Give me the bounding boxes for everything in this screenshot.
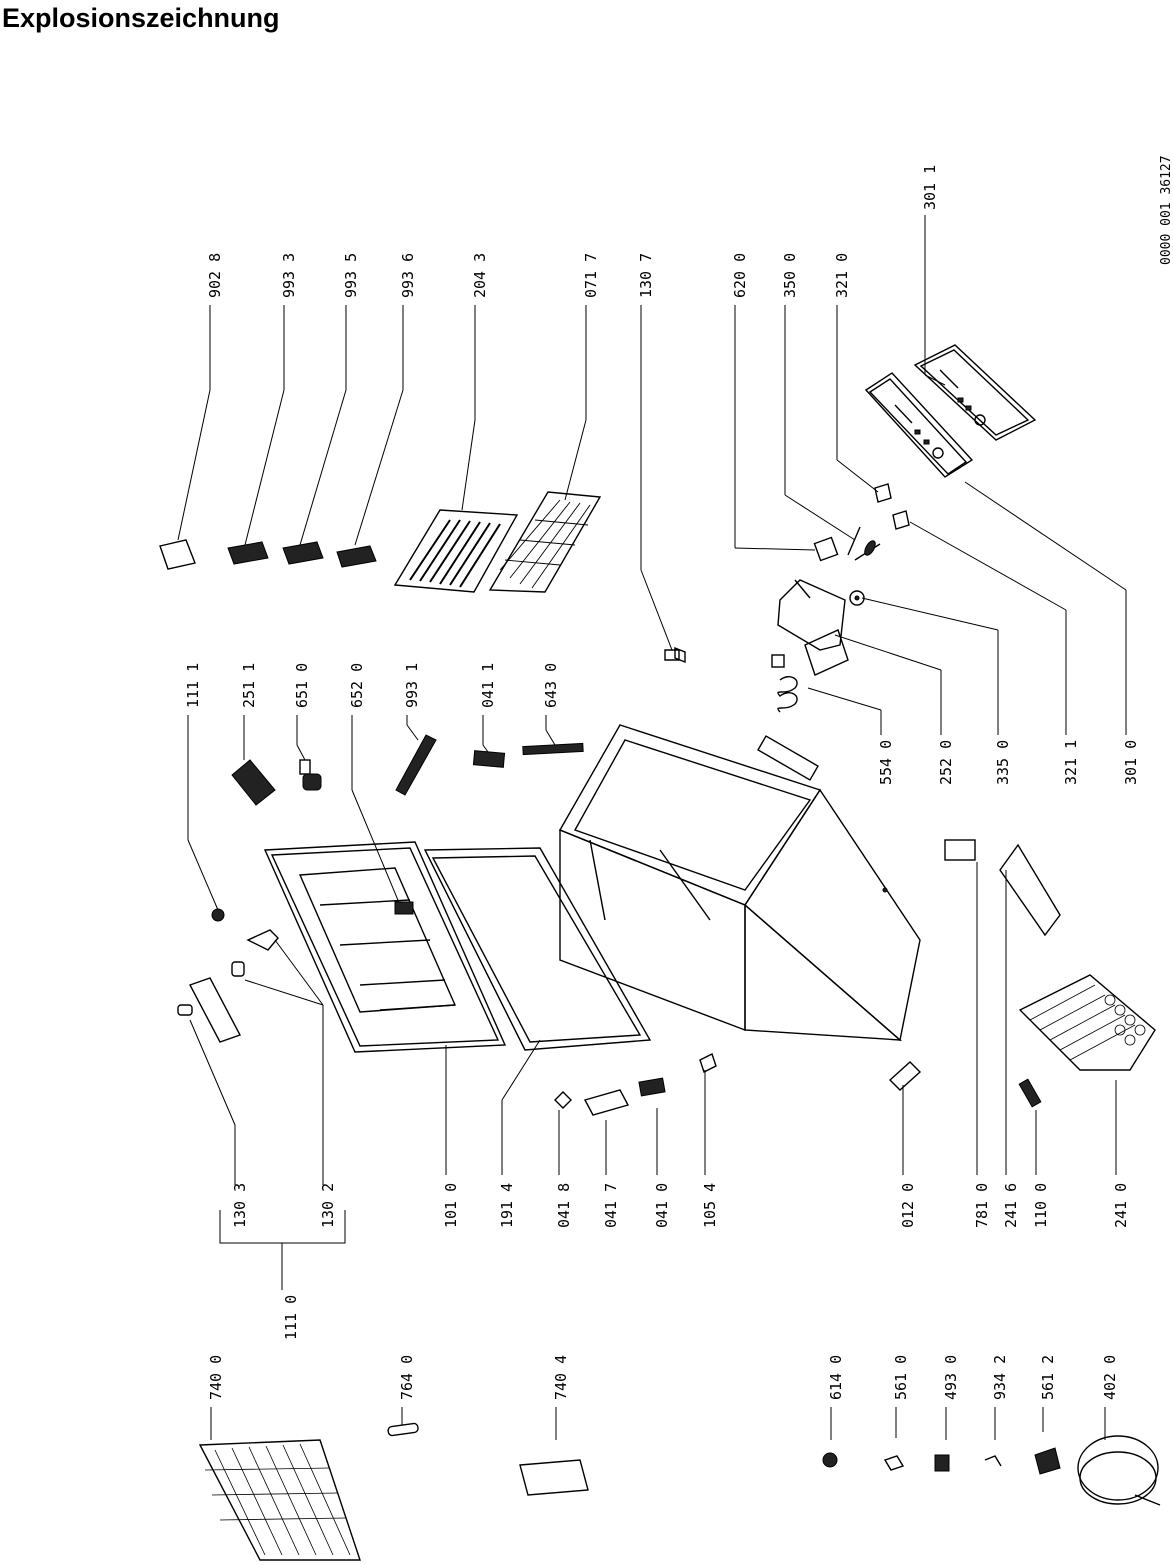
part-101-0-lid	[263, 841, 507, 1053]
label-301-1: 301 1	[921, 165, 939, 210]
label-252-0: 252 0	[937, 740, 955, 785]
part-402-0-compressor	[1077, 1435, 1161, 1506]
label-493-0: 493 0	[942, 1355, 960, 1400]
part-554-0-spring	[771, 654, 798, 713]
label-041-8: 041 8	[555, 1183, 573, 1228]
part-301-0-panel	[864, 372, 974, 478]
part-252-0-housing	[777, 579, 849, 676]
label-740-0: 740 0	[207, 1355, 225, 1400]
part-251-1	[231, 759, 276, 806]
cabinet-body	[558, 724, 921, 1042]
label-902-8: 902 8	[206, 253, 224, 298]
label-350-0: 350 0	[781, 253, 799, 298]
label-101-0: 101 0	[442, 1183, 460, 1228]
label-204-3: 204 3	[471, 253, 489, 298]
part-902-8	[159, 539, 196, 570]
part-204-3-shelf	[393, 509, 519, 593]
label-402-0: 402 0	[1101, 1355, 1119, 1400]
label-251-1: 251 1	[240, 663, 258, 708]
label-643-0: 643 0	[542, 663, 560, 708]
label-105-4: 105 4	[701, 1183, 719, 1228]
label-241-6: 241 6	[1002, 1183, 1020, 1228]
part-335-0	[849, 590, 865, 606]
label-111-0: 111 0	[282, 1295, 300, 1340]
part-620-0	[813, 536, 839, 562]
label-111-1: 111 1	[184, 663, 202, 708]
label-561-0: 561 0	[892, 1355, 910, 1400]
part-781-0	[944, 839, 976, 861]
label-041-7: 041 7	[602, 1183, 620, 1228]
part-041-7	[583, 1089, 630, 1116]
label-321-1: 321 1	[1062, 740, 1080, 785]
label-781-0: 781 0	[973, 1183, 991, 1228]
label-993-1: 993 1	[403, 663, 421, 708]
label-993-3: 993 3	[280, 253, 298, 298]
part-110-0	[1018, 1078, 1042, 1108]
part-111-1	[211, 908, 225, 922]
label-130-3: 130 3	[231, 1183, 249, 1228]
label-041-1: 041 1	[479, 663, 497, 708]
label-620-0: 620 0	[731, 253, 749, 298]
part-071-7-grid	[488, 491, 602, 593]
part-561-0	[883, 1455, 905, 1471]
leader-lines	[177, 215, 1127, 1440]
label-764-0: 764 0	[398, 1355, 416, 1400]
label-554-0: 554 0	[877, 740, 895, 785]
label-110-0: 110 0	[1032, 1183, 1050, 1228]
part-130-2	[231, 929, 279, 977]
part-041-0	[638, 1077, 666, 1097]
label-041-0: 041 0	[653, 1183, 671, 1228]
drawing-id: 0000 001 36127	[1159, 155, 1173, 265]
part-561-2	[1034, 1447, 1061, 1475]
label-301-0: 301 0	[1122, 740, 1140, 785]
part-740-4	[519, 1459, 589, 1496]
label-993-5: 993 5	[342, 253, 360, 298]
part-993-5	[282, 541, 324, 565]
part-241-0-basket	[1018, 974, 1156, 1071]
part-041-8	[554, 1091, 572, 1109]
part-130-7	[664, 646, 686, 664]
label-335-0: 335 0	[994, 740, 1012, 785]
label-652-0: 652 0	[348, 663, 366, 708]
part-993-6	[336, 545, 377, 568]
part-130-3-hinge	[177, 977, 241, 1043]
part-993-1	[395, 734, 437, 796]
label-012-0: 012 0	[899, 1183, 917, 1228]
label-934-2: 934 2	[991, 1355, 1009, 1400]
part-764-0	[387, 1422, 419, 1437]
label-740-4: 740 4	[552, 1355, 570, 1400]
part-012-0	[888, 1061, 922, 1091]
label-614-0: 614 0	[827, 1355, 845, 1400]
part-993-3	[227, 541, 269, 565]
label-191-4: 191 4	[498, 1183, 516, 1228]
part-301-1-panel	[913, 344, 1037, 441]
label-321-0: 321 0	[833, 253, 851, 298]
label-993-6: 993 6	[399, 253, 417, 298]
label-130-7: 130 7	[637, 253, 655, 298]
part-191-4-gasket	[423, 847, 652, 1051]
label-071-7: 071 7	[582, 253, 600, 298]
label-130-2: 130 2	[319, 1183, 337, 1228]
part-643-0	[522, 742, 584, 756]
label-241-0: 241 0	[1112, 1183, 1130, 1228]
part-740-0-condenser	[198, 1439, 361, 1561]
part-350-0	[847, 526, 881, 561]
part-321-1	[892, 510, 910, 530]
part-041-1	[472, 750, 506, 768]
page-title: Explosionszeichnung	[2, 3, 280, 33]
part-651-0	[299, 759, 322, 791]
part-105-4	[699, 1053, 717, 1073]
part-934-2	[984, 1455, 1002, 1467]
part-321-0	[874, 483, 892, 503]
label-651-0: 651 0	[293, 663, 311, 708]
part-493-0	[934, 1454, 950, 1472]
part-614-0	[822, 1452, 838, 1468]
label-561-2: 561 2	[1039, 1355, 1057, 1400]
part-241-6	[999, 843, 1061, 937]
